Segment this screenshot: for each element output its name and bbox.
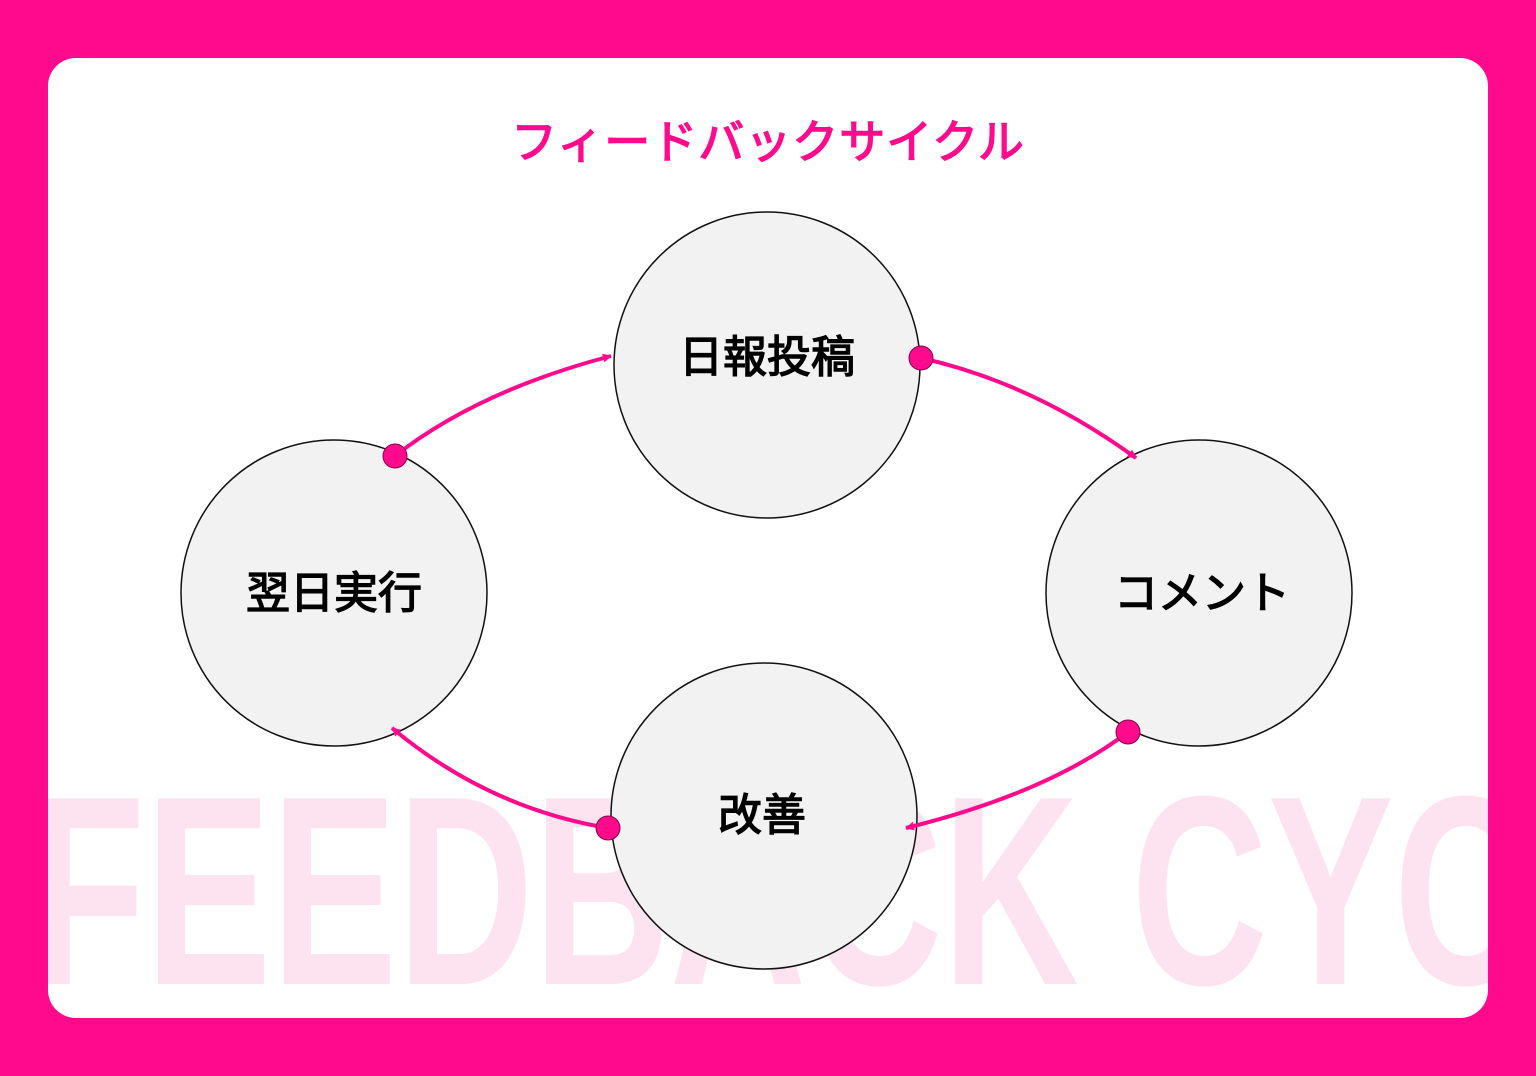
- arrow-improvement-to-next-day: [390, 726, 621, 841]
- arrow-comment-to-improvement: [905, 719, 1141, 831]
- node-comment: コメント: [1045, 439, 1353, 747]
- cycle-diagram: 日報投稿 コメント 改善 翌日実行: [180, 211, 1353, 970]
- node-label-next-day: 翌日実行: [246, 568, 422, 619]
- node-next-day: 翌日実行: [180, 439, 488, 747]
- node-label-daily-report: 日報投稿: [679, 332, 855, 383]
- node-label-improvement: 改善: [718, 790, 806, 841]
- arrow-report-to-comment: [908, 345, 1138, 460]
- node-daily-report: 日報投稿: [613, 211, 921, 519]
- node-improvement: 改善: [610, 662, 918, 970]
- arrow-next-day-to-report: [382, 353, 612, 469]
- node-label-comment: コメント: [1114, 568, 1290, 619]
- diagram-card: FEEDBACK CYC フィードバックサイクル 日報投稿 コメント 改善 翌日…: [48, 58, 1488, 1018]
- page-title: フィードバックサイクル: [511, 115, 1025, 169]
